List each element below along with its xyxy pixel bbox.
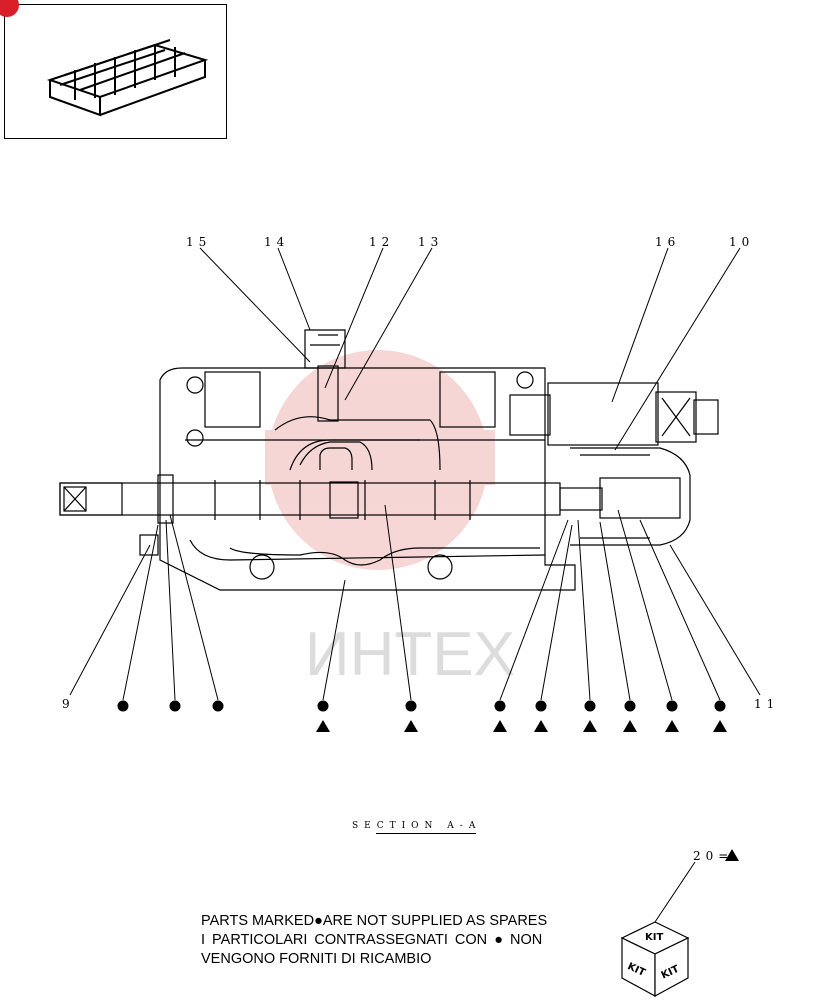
port-right [439, 371, 496, 428]
marker-dot [535, 700, 547, 712]
note-line-2: I PARTICOLARI CONTRASSEGNATI CON ● NON [201, 932, 543, 948]
marker-dot [317, 700, 329, 712]
marker-dot [584, 700, 596, 712]
marker-triangle [404, 720, 418, 732]
callout-15: 15 [186, 235, 211, 249]
watermark-text: ИНТЕХ [305, 620, 515, 689]
kit-markers [316, 720, 739, 861]
marker-dot [714, 700, 726, 712]
marker-triangle [583, 720, 597, 732]
marker-triangle [316, 720, 330, 732]
marker-dot [117, 700, 129, 712]
thumbnail-frame [0, 0, 227, 139]
marker-dot [624, 700, 636, 712]
section-title: SECTION A-A [352, 821, 482, 831]
marker-triangle [665, 720, 679, 732]
port-left [204, 371, 261, 428]
callout-16: 16 [655, 235, 680, 249]
callout-11: 11 [754, 697, 779, 711]
marker-triangle [493, 720, 507, 732]
kit-label-top: KIT [645, 932, 663, 943]
marker-triangle [534, 720, 548, 732]
callout-14: 14 [264, 235, 289, 249]
valve-assembly-thumbnail-icon [46, 39, 209, 117]
kit-cube-icon [620, 921, 690, 998]
note-line-1: PARTS MARKED●ARE NOT SUPPLIED AS SPARES [201, 913, 548, 929]
dot-symbol-icon: ● [314, 913, 323, 929]
marker-triangle [713, 720, 727, 732]
callout-13: 13 [418, 235, 443, 249]
marker-dot [666, 700, 678, 712]
marker-triangle-legend [725, 849, 739, 861]
marker-triangle [623, 720, 637, 732]
callout-20: 20= [693, 849, 733, 863]
marker-dot [169, 700, 181, 712]
section-underline [376, 833, 476, 834]
not-supplied-markers [117, 700, 726, 712]
callout-12: 12 [369, 235, 394, 249]
thumbnail-badge [0, 0, 19, 17]
dot-symbol-icon: ● [494, 932, 503, 948]
end-cap-16 [547, 382, 659, 446]
valve-body-outline [159, 367, 576, 591]
marker-dot [494, 700, 506, 712]
note-line-3: VENGONO FORNITI DI RICAMBIO [201, 951, 432, 967]
watermark-logo [265, 350, 495, 570]
marker-dot [212, 700, 224, 712]
callout-9: 9 [62, 697, 75, 711]
callout-10: 10 [729, 235, 754, 249]
marker-dot [405, 700, 417, 712]
